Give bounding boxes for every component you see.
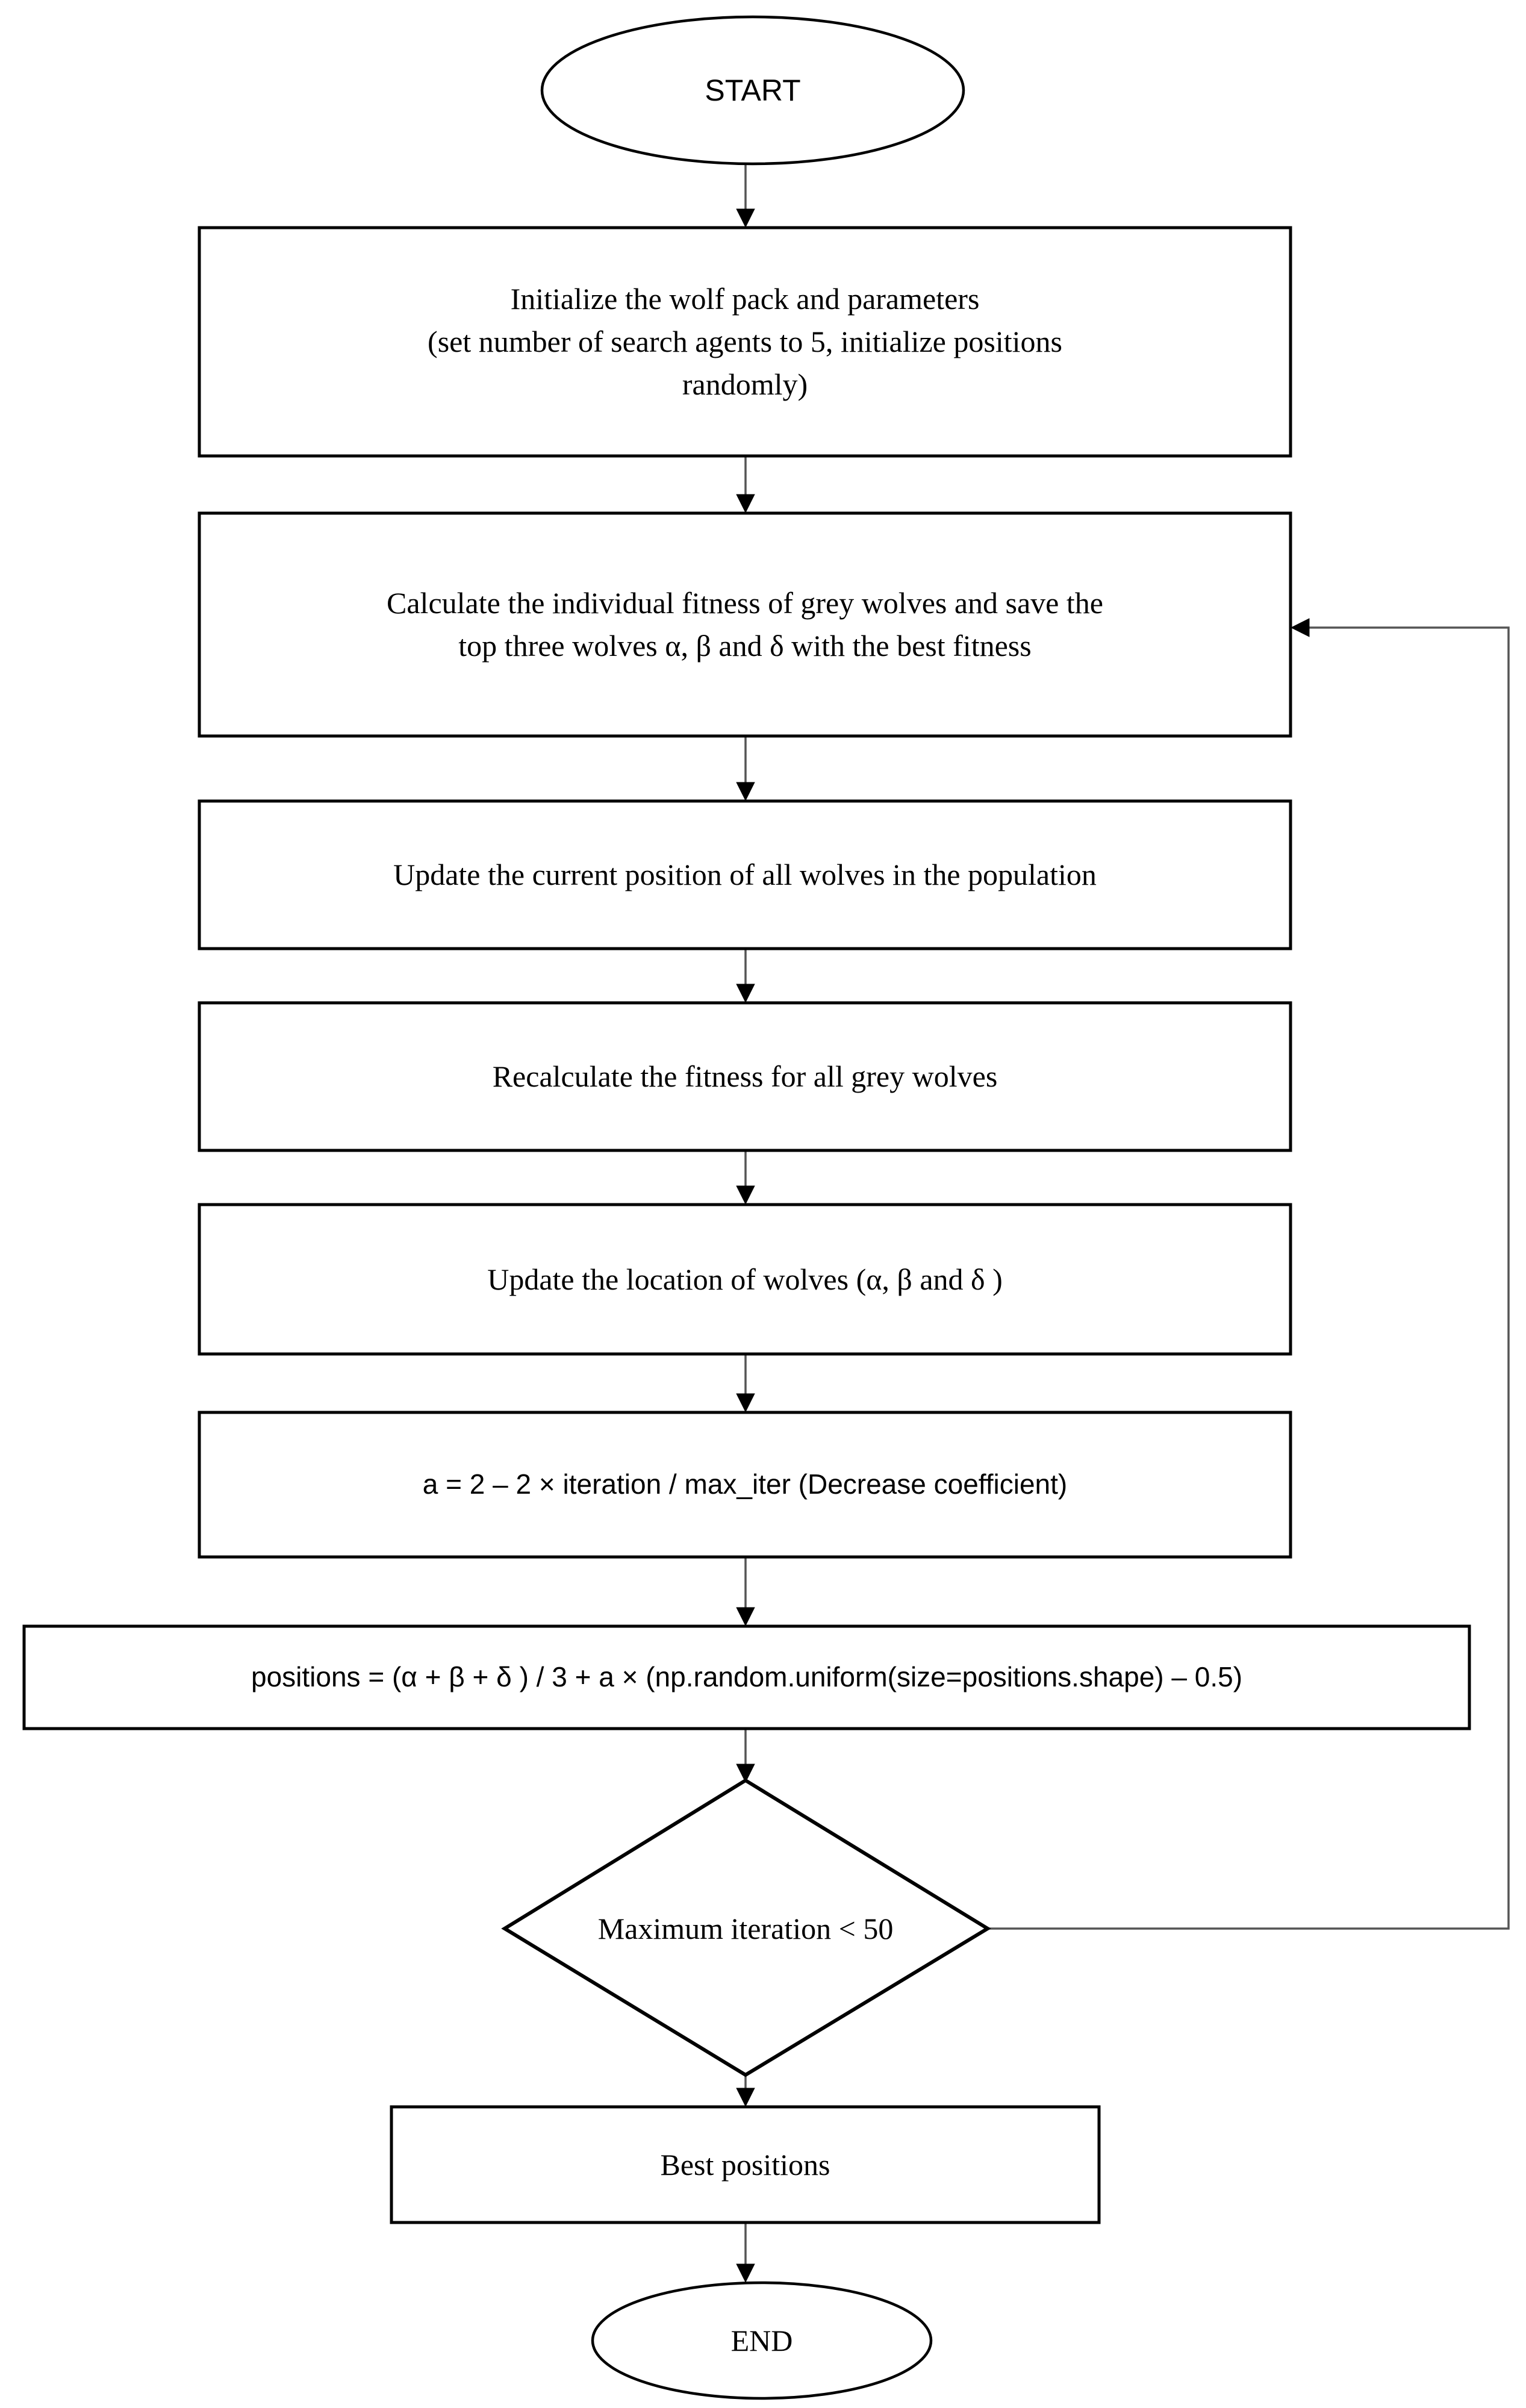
shape-best-positions-box[interactable] (390, 2105, 1101, 2224)
shape-recalculate-fitness-box[interactable] (198, 1001, 1292, 1152)
shape-update-leaders-box[interactable] (198, 1203, 1292, 1356)
shape-initialize-box[interactable] (198, 226, 1292, 458)
shape-end-ellipse[interactable] (591, 2281, 933, 2400)
shape-decision-diamond[interactable] (501, 1778, 991, 2077)
connector-decision-loop-back-to-calculate-fitness (988, 618, 1510, 1930)
shape-start-ellipse[interactable] (540, 15, 965, 166)
shape-positions-formula-box[interactable] (22, 1624, 1471, 1730)
shape-calculate-fitness-box[interactable] (198, 511, 1292, 738)
connector-group (736, 164, 1510, 2283)
shape-decrease-coefficient-box[interactable] (198, 1411, 1292, 1559)
shape-update-positions-box[interactable] (198, 799, 1292, 950)
